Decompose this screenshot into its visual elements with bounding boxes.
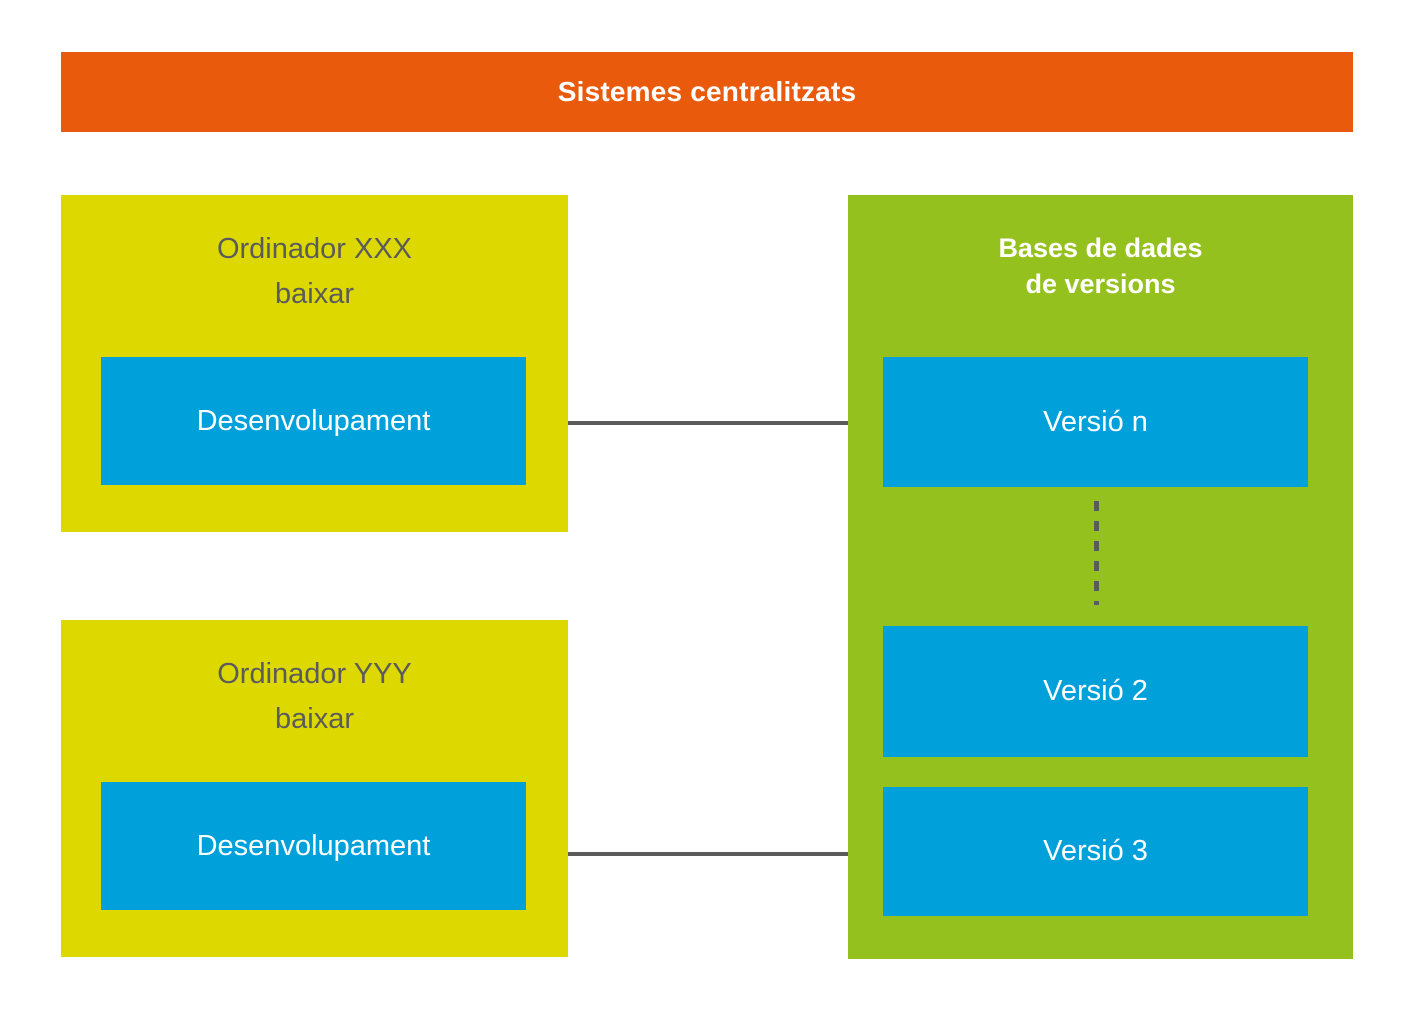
dev-box-xxx[interactable]: Desenvolupament xyxy=(101,357,526,485)
client-panel-title-yyy: Ordinador YYY baixar xyxy=(61,652,568,742)
version-box-3[interactable]: Versió 3 xyxy=(883,787,1308,916)
client-title-line2: baixar xyxy=(275,277,354,310)
version-box-n[interactable]: Versió n xyxy=(883,357,1308,487)
repository-title-line1: Bases de dades xyxy=(998,233,1203,263)
client-panel-ordinador-xxx: Ordinador XXX baixar Desenvolupament xyxy=(61,195,568,532)
dev-box-label: Desenvolupament xyxy=(196,829,431,862)
client-title-line1: Ordinador YYY xyxy=(217,658,412,690)
client-title-line1: Ordinador XXX xyxy=(216,233,413,265)
version-box-label: Versió 2 xyxy=(1043,675,1148,707)
client-panel-title-xxx: Ordinador XXX baixar xyxy=(61,227,568,317)
diagram-header-bar: Sistemes centralitzats xyxy=(61,52,1353,132)
repository-title-line2: de versions xyxy=(1025,268,1176,299)
version-box-label: Versió 3 xyxy=(1043,835,1148,867)
client-panel-ordinador-yyy: Ordinador YYY baixar Desenvolupament xyxy=(61,620,568,957)
repository-panel: Bases de dades de versions Versió n Vers… xyxy=(848,195,1353,959)
dev-box-yyy[interactable]: Desenvolupament xyxy=(101,782,526,910)
diagram-title: Sistemes centralitzats xyxy=(557,76,857,108)
client-title-line2: baixar xyxy=(275,702,354,735)
connector-line-yyy-to-repository xyxy=(568,852,848,856)
connector-line-xxx-to-repository xyxy=(568,421,848,425)
dev-box-label: Desenvolupament xyxy=(196,404,431,437)
version-ellipsis-icon xyxy=(1094,501,1099,605)
version-box-label: Versió n xyxy=(1043,405,1148,438)
repository-panel-title: Bases de dades de versions xyxy=(848,231,1353,303)
version-box-2[interactable]: Versió 2 xyxy=(883,626,1308,757)
